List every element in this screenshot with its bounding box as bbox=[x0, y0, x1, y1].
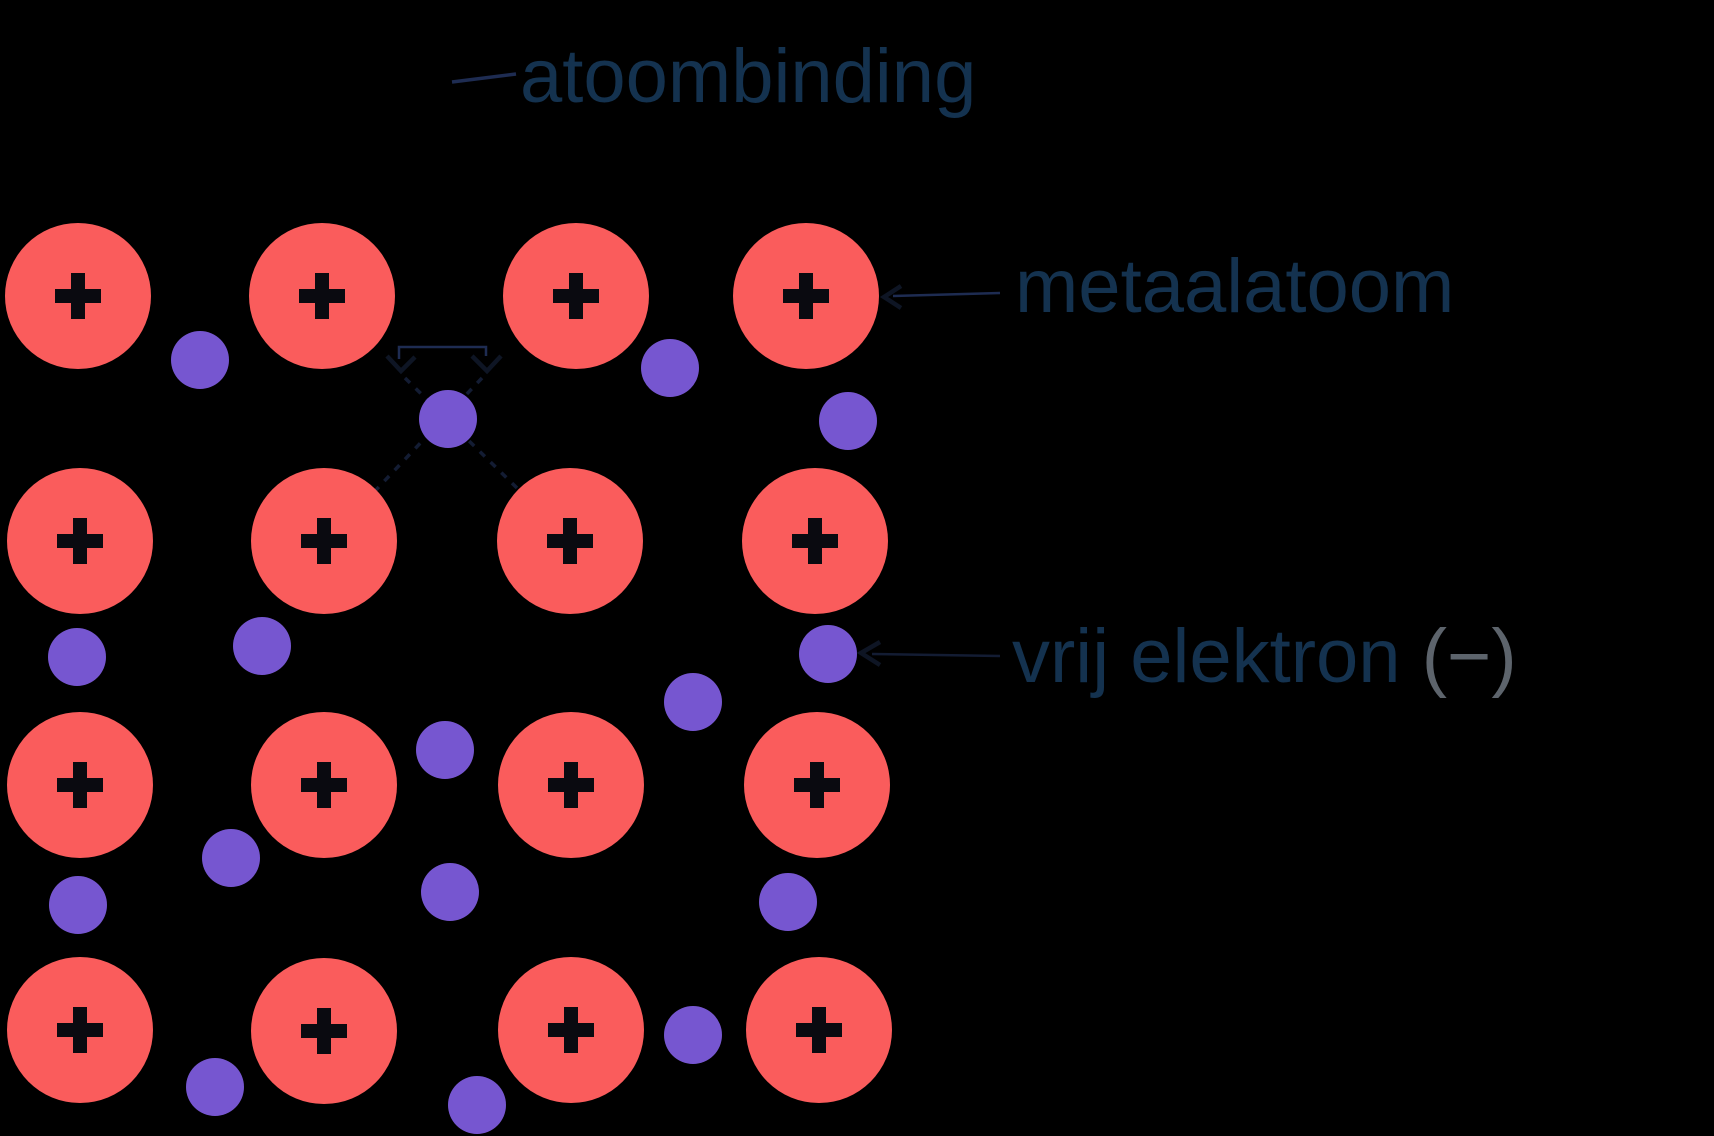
free-electron bbox=[641, 339, 699, 397]
free-electron bbox=[416, 721, 474, 779]
metaalatoom-arrowhead-icon bbox=[879, 284, 903, 310]
label-vrij-elektron-charge: (−) bbox=[1400, 614, 1517, 699]
free-electron bbox=[49, 876, 107, 934]
metaalatoom-leader-line bbox=[892, 291, 1001, 298]
free-electron bbox=[759, 873, 817, 931]
free-electron bbox=[171, 331, 229, 389]
free-electron bbox=[799, 625, 857, 683]
free-electron bbox=[186, 1058, 244, 1116]
label-atoombinding: atoombinding bbox=[520, 39, 976, 115]
label-metaalatoom-text: metaalatoom bbox=[1015, 244, 1455, 329]
bond-bracket bbox=[397, 345, 488, 359]
bracket-arrowhead-icon bbox=[385, 354, 417, 375]
label-vrij-elektron: vrij elektron (−) bbox=[1012, 619, 1517, 695]
free-electron bbox=[664, 673, 722, 731]
free-electron bbox=[448, 1076, 506, 1134]
free-electron bbox=[233, 617, 291, 675]
free-electron bbox=[819, 392, 877, 450]
label-atoombinding-text: atoombinding bbox=[520, 34, 977, 119]
atoombinding-leader-dash bbox=[451, 72, 517, 84]
free-electron bbox=[48, 628, 106, 686]
bracket-arrowhead-icon bbox=[470, 354, 503, 375]
free-electron bbox=[421, 863, 479, 921]
free-electron bbox=[419, 390, 477, 448]
label-metaalatoom: metaalatoom bbox=[1015, 249, 1454, 325]
label-vrij-elektron-text: vrij elektron bbox=[1012, 614, 1401, 699]
vrij-elektron-leader-line bbox=[871, 652, 1001, 658]
free-electron bbox=[664, 1006, 722, 1064]
free-electron bbox=[202, 829, 260, 887]
vrij-elektron-arrowhead-icon bbox=[856, 640, 882, 667]
